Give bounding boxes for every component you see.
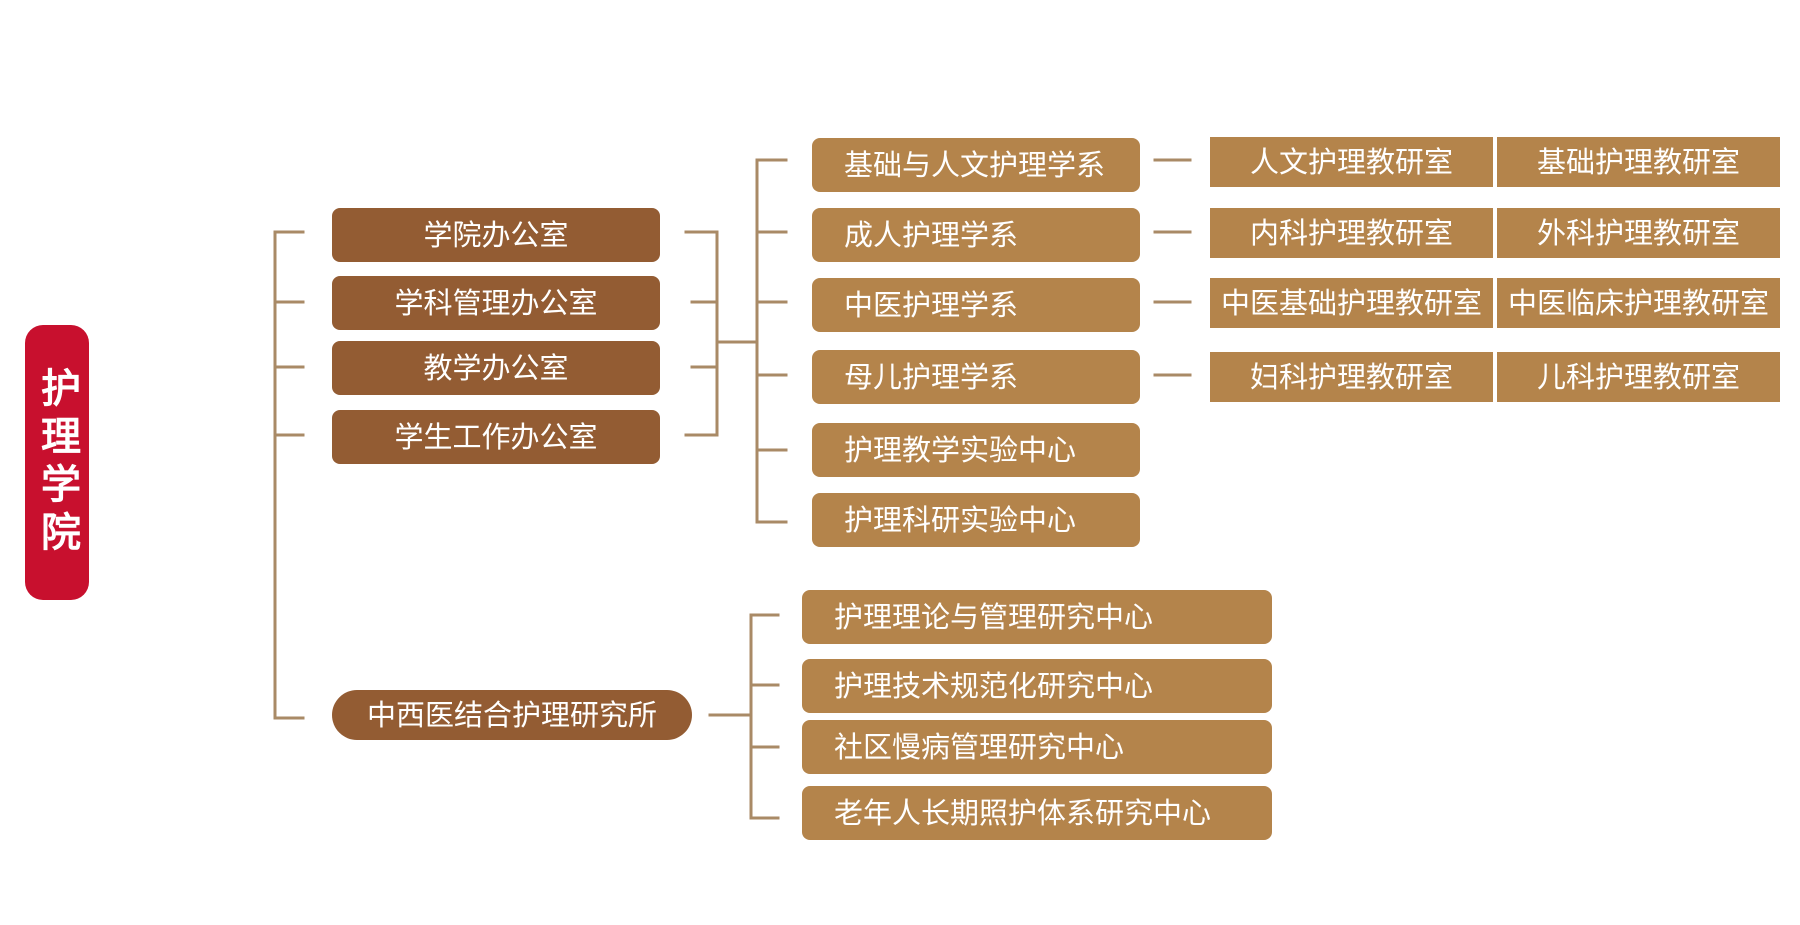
office-node-2: 学科管理办公室 — [332, 276, 660, 330]
office-node-3: 教学办公室 — [332, 341, 660, 395]
section-divider — [1493, 278, 1497, 328]
department-node-2: 成人护理学系 — [812, 208, 1140, 262]
center-node-4: 老年人长期照护体系研究中心 — [802, 786, 1272, 840]
office-node-1: 学院办公室 — [332, 208, 660, 262]
department-node-1: 基础与人文护理学系 — [812, 138, 1140, 192]
section-cell: 儿科护理教研室 — [1536, 359, 1740, 394]
department-node-3: 中医护理学系 — [812, 278, 1140, 332]
institute-node: 中西医结合护理研究所 — [332, 690, 692, 740]
center-node-3: 社区慢病管理研究中心 — [802, 720, 1272, 774]
section-divider — [1493, 208, 1497, 258]
section-cell: 中医基础护理教研室 — [1220, 285, 1482, 320]
section-row-4: 妇科护理教研室 儿科护理教研室 — [1210, 352, 1780, 402]
section-row-3: 中医基础护理教研室 中医临床护理教研室 — [1210, 278, 1780, 328]
center-node-2: 护理技术规范化研究中心 — [802, 659, 1272, 713]
department-node-4: 母儿护理学系 — [812, 350, 1140, 404]
section-cell: 内科护理教研室 — [1249, 215, 1453, 250]
root-node: 护理学院 — [25, 325, 89, 600]
section-cell: 基础护理教研室 — [1536, 144, 1740, 179]
root-label: 护理学院 — [34, 366, 80, 559]
section-row-1: 人文护理教研室 基础护理教研室 — [1210, 137, 1780, 187]
section-divider — [1493, 352, 1497, 402]
center-node-1: 护理理论与管理研究中心 — [802, 590, 1272, 644]
section-cell: 外科护理教研室 — [1536, 215, 1740, 250]
section-row-2: 内科护理教研室 外科护理教研室 — [1210, 208, 1780, 258]
section-cell: 妇科护理教研室 — [1249, 359, 1453, 394]
lab-node-2: 护理科研实验中心 — [812, 493, 1140, 547]
lab-node-1: 护理教学实验中心 — [812, 423, 1140, 477]
office-node-4: 学生工作办公室 — [332, 410, 660, 464]
section-cell: 人文护理教研室 — [1249, 144, 1453, 179]
section-divider — [1493, 137, 1497, 187]
section-cell: 中医临床护理教研室 — [1507, 285, 1769, 320]
